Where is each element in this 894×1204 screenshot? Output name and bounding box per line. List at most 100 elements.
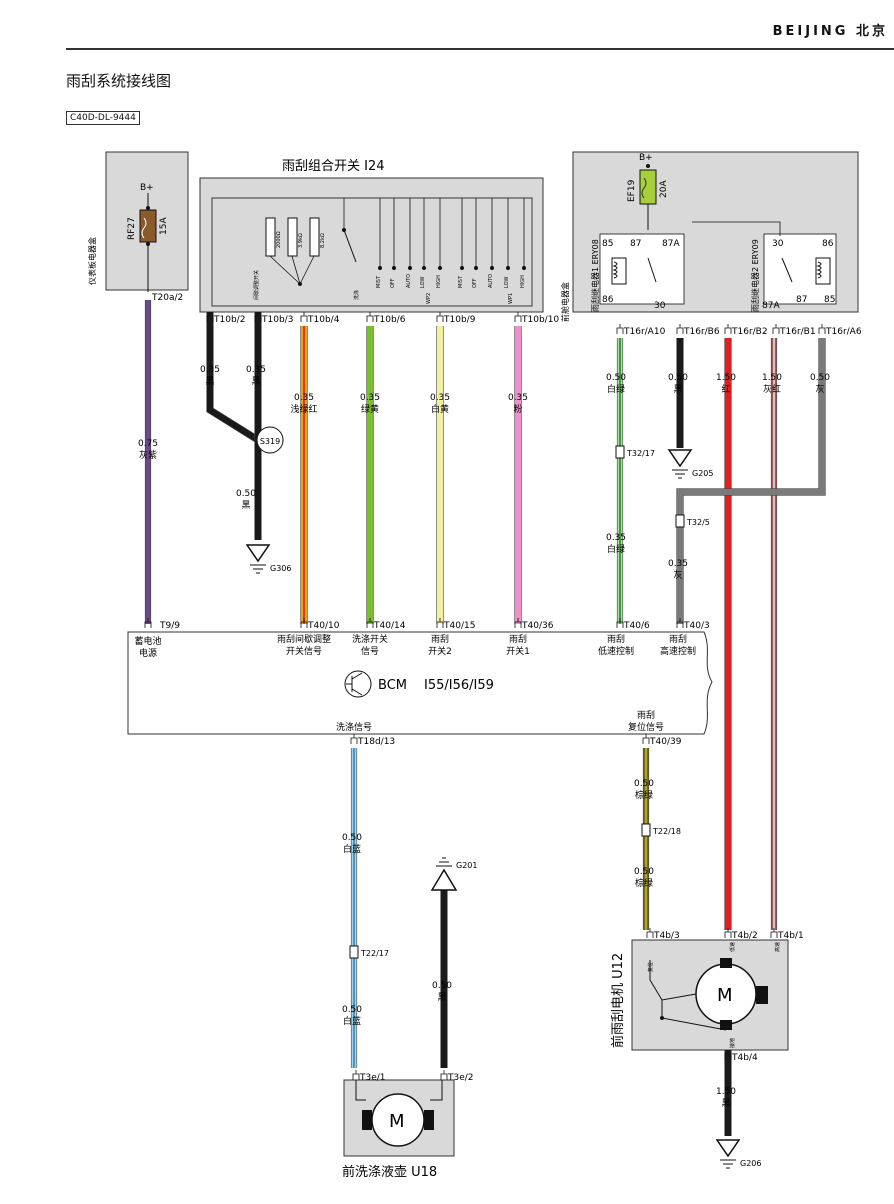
svg-text:MIST: MIST: [376, 275, 382, 288]
ground-g201-lines: [436, 857, 452, 867]
svg-text:85: 85: [602, 239, 613, 249]
pin-label: T16r/A10: [623, 327, 666, 337]
pin-icon: [440, 1070, 448, 1080]
wiper-motor-label: 前雨刮电机 U12: [610, 953, 626, 1048]
splice-s319: [256, 426, 284, 454]
svg-text:M: M: [717, 985, 733, 1006]
front-compartment-box: 前舱电器盒 B+ EF19 20A 85 87 87A 86 30 雨刮继电器1…: [560, 151, 859, 322]
svg-text:OFF: OFF: [390, 278, 396, 288]
svg-text:接地: 接地: [729, 1038, 736, 1048]
wire-label: 雨刮间歇调整: [277, 633, 331, 645]
wire-black-1-outline: [206, 312, 260, 444]
ground-label: G201: [456, 861, 477, 870]
wire-label: 信号: [361, 645, 379, 657]
bcm-codes: I55/I56/I59: [424, 678, 494, 693]
svg-text:HIGH: HIGH: [436, 275, 442, 288]
pin-icon: [818, 324, 826, 334]
wire-label: 高速控制: [660, 645, 696, 657]
wire-label: 黑: [721, 1098, 730, 1109]
wire-label: 雨刮: [607, 633, 625, 645]
svg-text:复位: 复位: [647, 962, 654, 972]
svg-text:OFF: OFF: [472, 278, 478, 288]
wire-label: 开关1: [506, 645, 530, 657]
wire-label: 雨刮: [431, 633, 449, 645]
pin-label: T40/36: [521, 621, 554, 631]
wire-label: 0.50: [634, 779, 654, 789]
wire-label: 洗涤信号: [336, 721, 372, 733]
pin-label: T16r/B2: [731, 327, 768, 337]
pin-label: T40/39: [649, 737, 682, 747]
wire-label: 粉: [513, 403, 522, 415]
wire-label: 0.50: [606, 373, 626, 383]
rf27-rating: 15A: [159, 217, 169, 235]
pin-icon: [300, 618, 308, 628]
pin-icon: [352, 1070, 360, 1080]
svg-text:WP1: WP1: [508, 293, 514, 304]
pin-icon: [646, 928, 654, 938]
switch-contact-dot: [506, 266, 510, 270]
pin-icon: [676, 324, 684, 334]
wire-label: 1.50: [716, 1087, 736, 1097]
pin-label: T16r/B6: [683, 327, 720, 337]
pin-icon: [436, 618, 444, 628]
wire-label: 灰: [673, 569, 682, 581]
ground-label: G306: [270, 564, 291, 573]
wire-label: 0.35: [200, 365, 220, 375]
instrument-fuse-box-label: 仪表板电器盒: [87, 237, 97, 285]
wire-label: 白绿: [607, 543, 625, 555]
pin-label: T10b/10: [521, 315, 559, 325]
wire-label: 白蓝: [343, 843, 361, 855]
ground-icon: [667, 449, 693, 468]
svg-text:HIGH: HIGH: [520, 275, 526, 288]
switch-contact-dot: [460, 266, 464, 270]
svg-text:86: 86: [822, 239, 834, 249]
svg-text:30: 30: [654, 301, 666, 311]
wire-layer: [144, 300, 826, 1136]
svg-text:87A: 87A: [662, 239, 680, 249]
wire-label: 黑: [251, 376, 260, 387]
inline-connector-icon: [349, 945, 359, 959]
svg-text:87A: 87A: [762, 301, 780, 311]
pin-label: T40/15: [443, 621, 475, 631]
inline-connector-label: T32/17: [626, 449, 655, 458]
wire-label: 0.50: [342, 833, 362, 843]
pin-icon: [724, 928, 732, 938]
wire-label: 黑: [241, 500, 250, 511]
diagram-code: C40D-DL-9444: [66, 111, 140, 125]
wire-label: 低速控制: [598, 645, 634, 657]
rf27-supply: B+: [140, 183, 154, 193]
pin-T20a-2: T20a/2: [151, 293, 183, 303]
pin-label: T10b/9: [443, 315, 476, 325]
wire-label: 0.35: [360, 393, 380, 403]
pin-label: T16r/A6: [825, 327, 862, 337]
svg-text:2000Ω: 2000Ω: [276, 231, 282, 248]
inline-connector-label: T32/5: [686, 518, 710, 527]
svg-text:LOW: LOW: [420, 276, 426, 288]
wire-label: 开关信号: [286, 645, 322, 657]
svg-text:AUTO: AUTO: [488, 274, 494, 288]
wire-label: 浅绿红: [290, 403, 317, 415]
wire-label: 棕绿: [635, 877, 653, 889]
pin-label: T3e/2: [447, 1073, 474, 1083]
wire-gray: [677, 338, 825, 624]
svg-text:30: 30: [772, 239, 784, 249]
pin-label: T40/10: [307, 621, 340, 631]
pin-label: T9/9: [159, 621, 180, 631]
inline-connector-icon: [675, 514, 685, 528]
wire-label: 0.75: [138, 439, 158, 449]
pin-label: T4b/3: [653, 931, 680, 941]
wire-label: 0.50: [432, 981, 452, 991]
wire-label: 雨刮: [669, 633, 687, 645]
pin-icon: [772, 324, 780, 334]
pin-label: T10b/2: [213, 315, 245, 325]
pin-label: T10b/3: [261, 315, 293, 325]
pin-label: T4b/1: [777, 931, 804, 941]
pin-label: T3e/1: [359, 1073, 386, 1083]
switch-contact-dot: [522, 266, 526, 270]
wire-label: 0.50: [342, 1005, 362, 1015]
pin-label: T4b/2: [731, 931, 758, 941]
pin-icon: [144, 618, 152, 628]
splice-label: S319: [260, 437, 280, 446]
wire-label: 复位信号: [628, 721, 664, 733]
wire-label: 雨刮: [509, 633, 527, 645]
